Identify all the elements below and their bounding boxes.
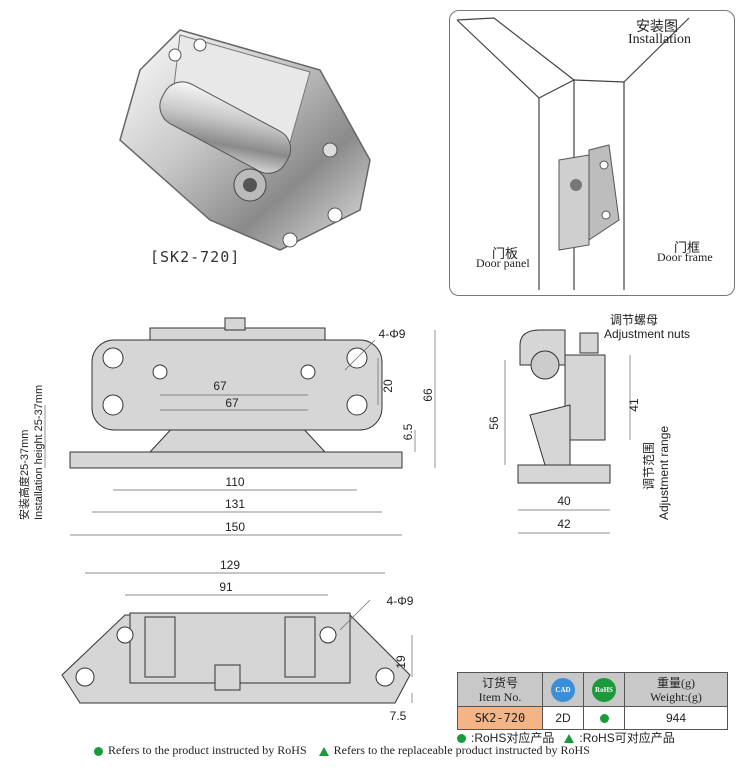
bottom-dim: 91 [219,580,233,594]
cad-header: CAD [542,672,584,707]
front-dim: 67 [213,379,227,393]
front-dim: 131 [225,497,245,511]
range-label-zh: 调节范围 [642,442,656,490]
nut-label-zh: 调节螺母 [610,313,658,327]
legend-zh: :RoHS对应产品 :RoHS可对应产品 [457,729,675,746]
range-label-en: Adjustment range [657,426,671,520]
front-dim: 150 [225,520,245,534]
bottom-hole-label: 4-Φ9 [387,594,414,608]
cad-icon: CAD [551,677,575,702]
legend-en: Refers to the product instructed by RoHS… [94,743,590,758]
item-no-cell: SK2-720 [457,706,543,730]
bottom-dim: 19 [394,655,408,669]
rohs-dot-icon [94,746,103,756]
product-photo [119,29,371,251]
front-dim: 67 [225,396,239,410]
cad-cell: 2D [542,706,584,730]
front-dim: 110 [225,475,244,489]
side-dim: 56 [487,416,501,430]
install-height-en: Installation height 25-37mm [33,385,45,520]
rohs-dot-icon [457,734,466,744]
replaceable-triangle-icon [318,746,329,756]
bottom-dim: 7.5 [390,709,407,723]
product-code: [SK2-720] [150,248,241,266]
door-frame-label-zh: 门框 [674,240,701,255]
installation-drawing [456,17,690,290]
table-row: SK2-720 2D 944 [457,706,728,730]
door-panel-label-zh: 门板 [492,246,519,261]
front-dim: 20 [381,379,395,393]
weight-header: 重量(g)Weight:(g) [624,672,728,707]
front-hole-label: 4-Φ9 [379,327,406,341]
rohs-cell [583,706,625,730]
front-dim: 6.5 [401,423,415,440]
side-dim: 42 [557,517,571,531]
replaceable-triangle-icon [564,734,575,744]
bottom-dim: 129 [220,558,240,572]
hinge-mount-icon [558,144,620,251]
side-view-drawing: 56 41 40 42 调节螺母 Adjustment nuts 调节范围 Ad… [487,313,690,534]
nut-label-en: Adjustment nuts [604,327,690,341]
installation-title-zh: 安装图 [636,20,678,35]
rohs-dot-icon [599,714,609,724]
door-frame-label-en: Door frame [657,250,713,264]
front-view-drawing: 4-Φ9 67 67 20 66 6.5 110 131 150 安装高度25-… [17,317,436,536]
rohs-header: RoHS [583,672,625,707]
side-dim: 41 [627,398,641,412]
installation-title-en: Installation [628,32,691,47]
side-dim: 40 [557,494,571,508]
bottom-view-drawing: 129 91 4-Φ9 19 7.5 [61,558,414,723]
door-panel-label-en: Door panel [476,256,530,270]
install-height-zh: 安装高度25-37mm [17,430,31,520]
front-dim: 66 [421,388,435,402]
rohs-icon: RoHS [592,677,616,702]
weight-cell: 944 [624,706,728,730]
